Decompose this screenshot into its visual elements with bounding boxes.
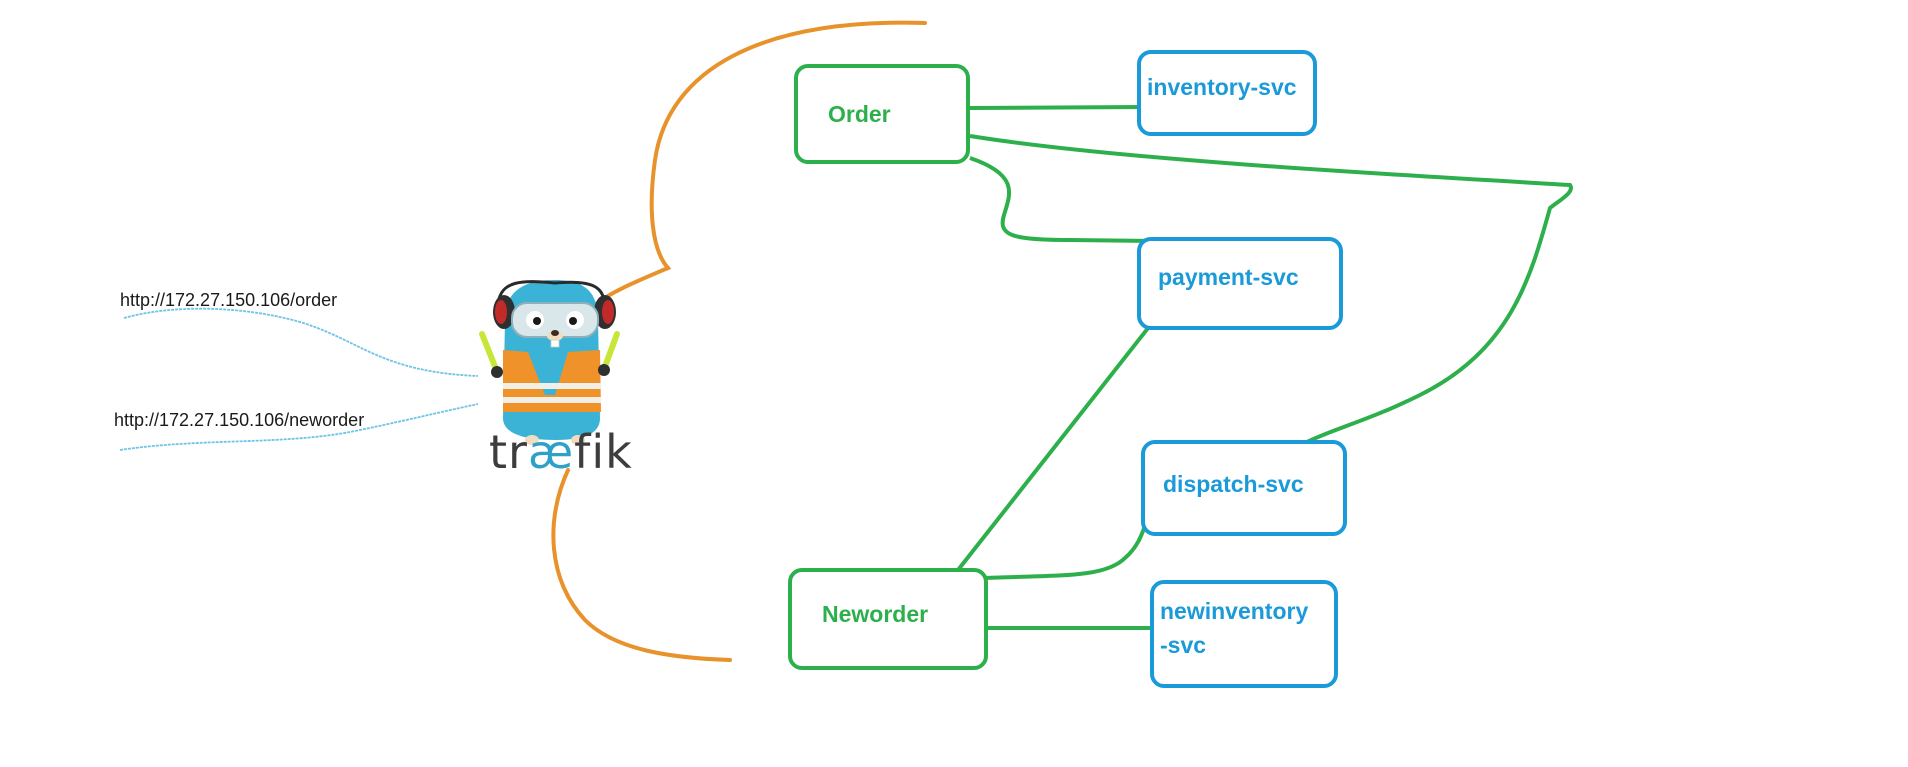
route-line-neworder [119,403,479,451]
traefik-logo-text: træfik [489,425,633,479]
dispatch-svc-box[interactable]: dispatch-svc [1141,440,1347,536]
newinventory-svc-box[interactable]: newinventory -svc [1150,580,1338,688]
route-url-order: http://172.27.150.106/order [120,290,338,310]
dispatch-svc-label: dispatch-svc [1163,471,1304,497]
payment-svc-box[interactable]: payment-svc [1137,237,1343,330]
neworder-app-box[interactable]: Neworder [788,568,988,670]
newinventory-svc-label-line2: -svc [1160,632,1207,658]
newinventory-svc-label-line1: newinventory [1160,598,1309,624]
route-url-neworder: http://172.27.150.106/neworder [114,410,365,430]
connector-order-inventory [969,105,1151,110]
order-app-box[interactable]: Order [794,64,970,164]
connector-neworder-payment [956,321,1154,572]
orange-brace [593,20,927,307]
payment-svc-label: payment-svc [1158,264,1299,290]
orange-brace-lower [551,468,732,662]
neworder-app-label: Neworder [822,601,929,627]
connector-order-payment [969,156,1161,243]
connector-neworder-dispatch [984,517,1150,580]
route-line-order [123,307,479,377]
connector-order-dispatch [969,134,1573,445]
gopher-mascot-icon [479,280,620,445]
inventory-svc-label: inventory-svc [1147,74,1297,100]
order-app-label: Order [828,101,891,127]
inventory-svc-box[interactable]: inventory-svc [1137,50,1317,136]
